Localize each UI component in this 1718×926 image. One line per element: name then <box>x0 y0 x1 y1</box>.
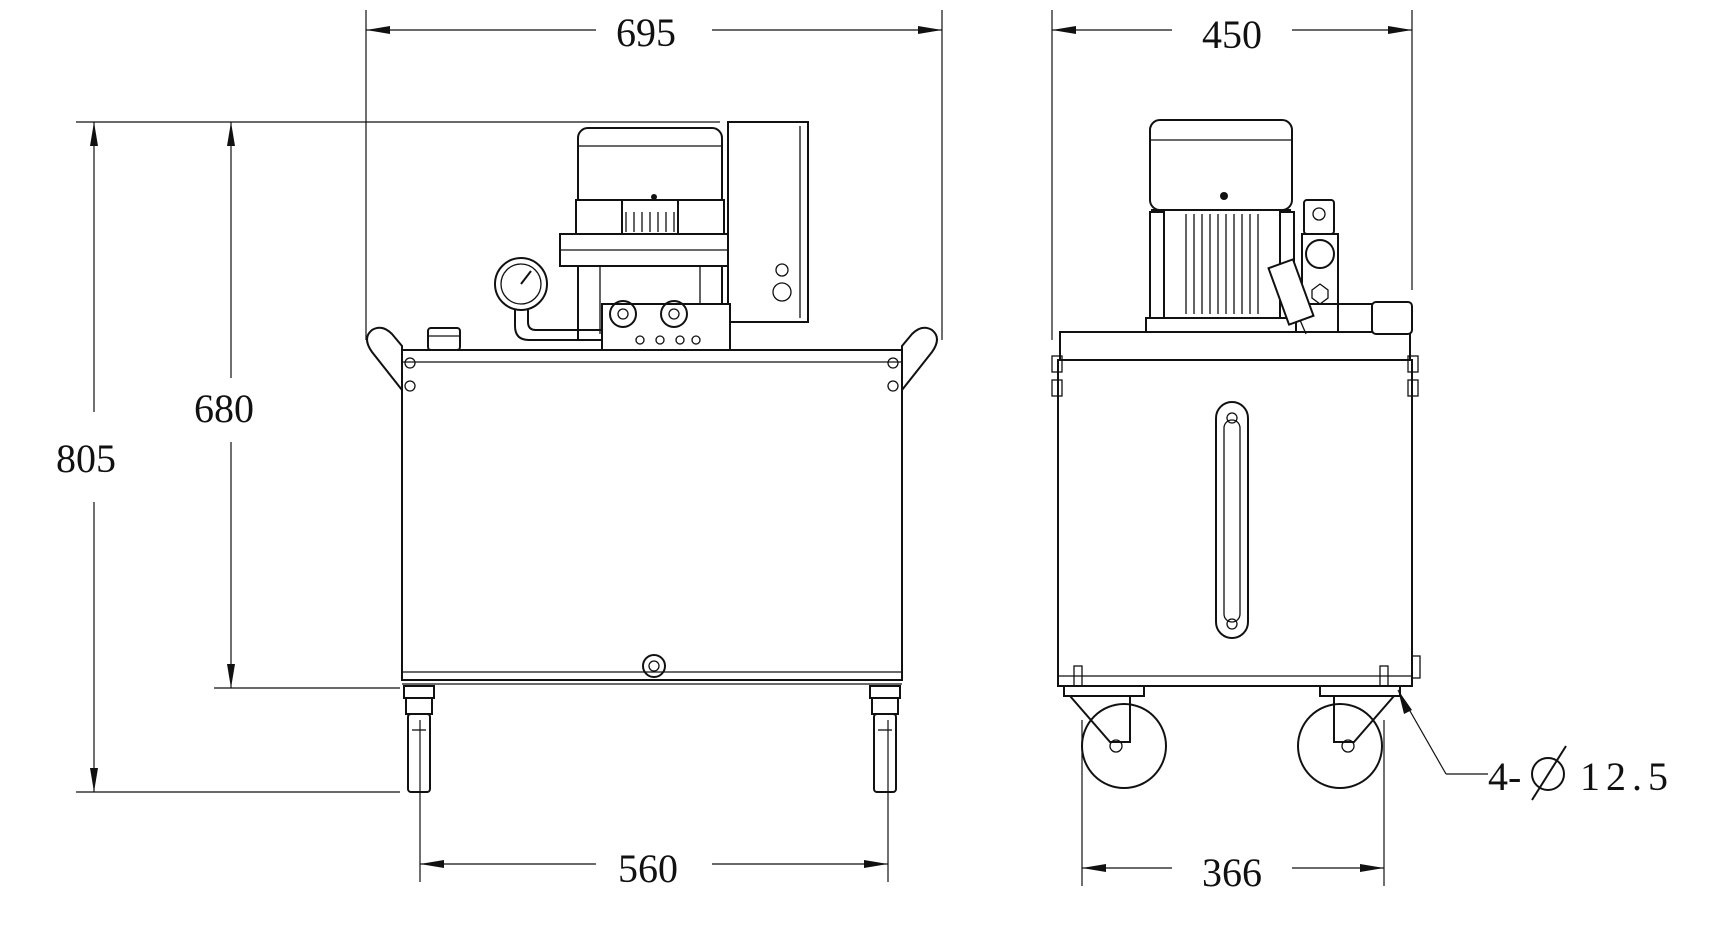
dim-label-tank-height: 680 <box>194 386 254 431</box>
valve-block <box>601 300 731 351</box>
dim-overall-height: 805 <box>56 121 720 793</box>
drain-plug <box>642 654 666 678</box>
dim-label-front-wheel-span: 560 <box>618 846 678 891</box>
right-handle <box>901 326 938 393</box>
sight-glass <box>1215 401 1249 639</box>
callout-diameter: 12.5 <box>1580 754 1674 799</box>
dim-front-wheel-span: 560 <box>419 720 889 891</box>
dim-side-wheel-span: 366 <box>1081 720 1385 895</box>
side-view: 450 366 4- 12.5 <box>1051 10 1674 895</box>
tank-corner-bolts <box>404 357 899 392</box>
side-valve-fittings <box>1267 199 1413 335</box>
front-left-caster <box>403 685 435 793</box>
hole-callout: 4- 12.5 <box>1397 689 1674 801</box>
side-brackets <box>1051 355 1421 679</box>
side-right-caster <box>1297 665 1401 789</box>
dim-overall-width: 695 <box>365 10 943 340</box>
front-tank-body <box>401 349 903 681</box>
front-motor <box>559 127 741 341</box>
dim-label-side-wheel-span: 366 <box>1202 850 1262 895</box>
control-box <box>727 121 809 323</box>
side-motor <box>1145 119 1297 333</box>
dim-label-overall-height: 805 <box>56 436 116 481</box>
pressure-gauge-icon <box>494 257 602 341</box>
dim-label-overall-depth: 450 <box>1202 12 1262 57</box>
dim-overall-depth: 450 <box>1051 10 1413 340</box>
diameter-symbol-icon <box>1531 745 1567 801</box>
front-view: 695 805 680 560 <box>56 10 943 891</box>
callout-hole-count: 4- <box>1488 754 1521 799</box>
dim-tank-height: 680 <box>194 122 400 689</box>
left-handle <box>366 326 403 393</box>
dim-label-overall-width: 695 <box>616 10 676 55</box>
filler-cap <box>427 327 461 351</box>
front-right-caster <box>869 685 901 793</box>
side-left-caster <box>1063 665 1167 789</box>
